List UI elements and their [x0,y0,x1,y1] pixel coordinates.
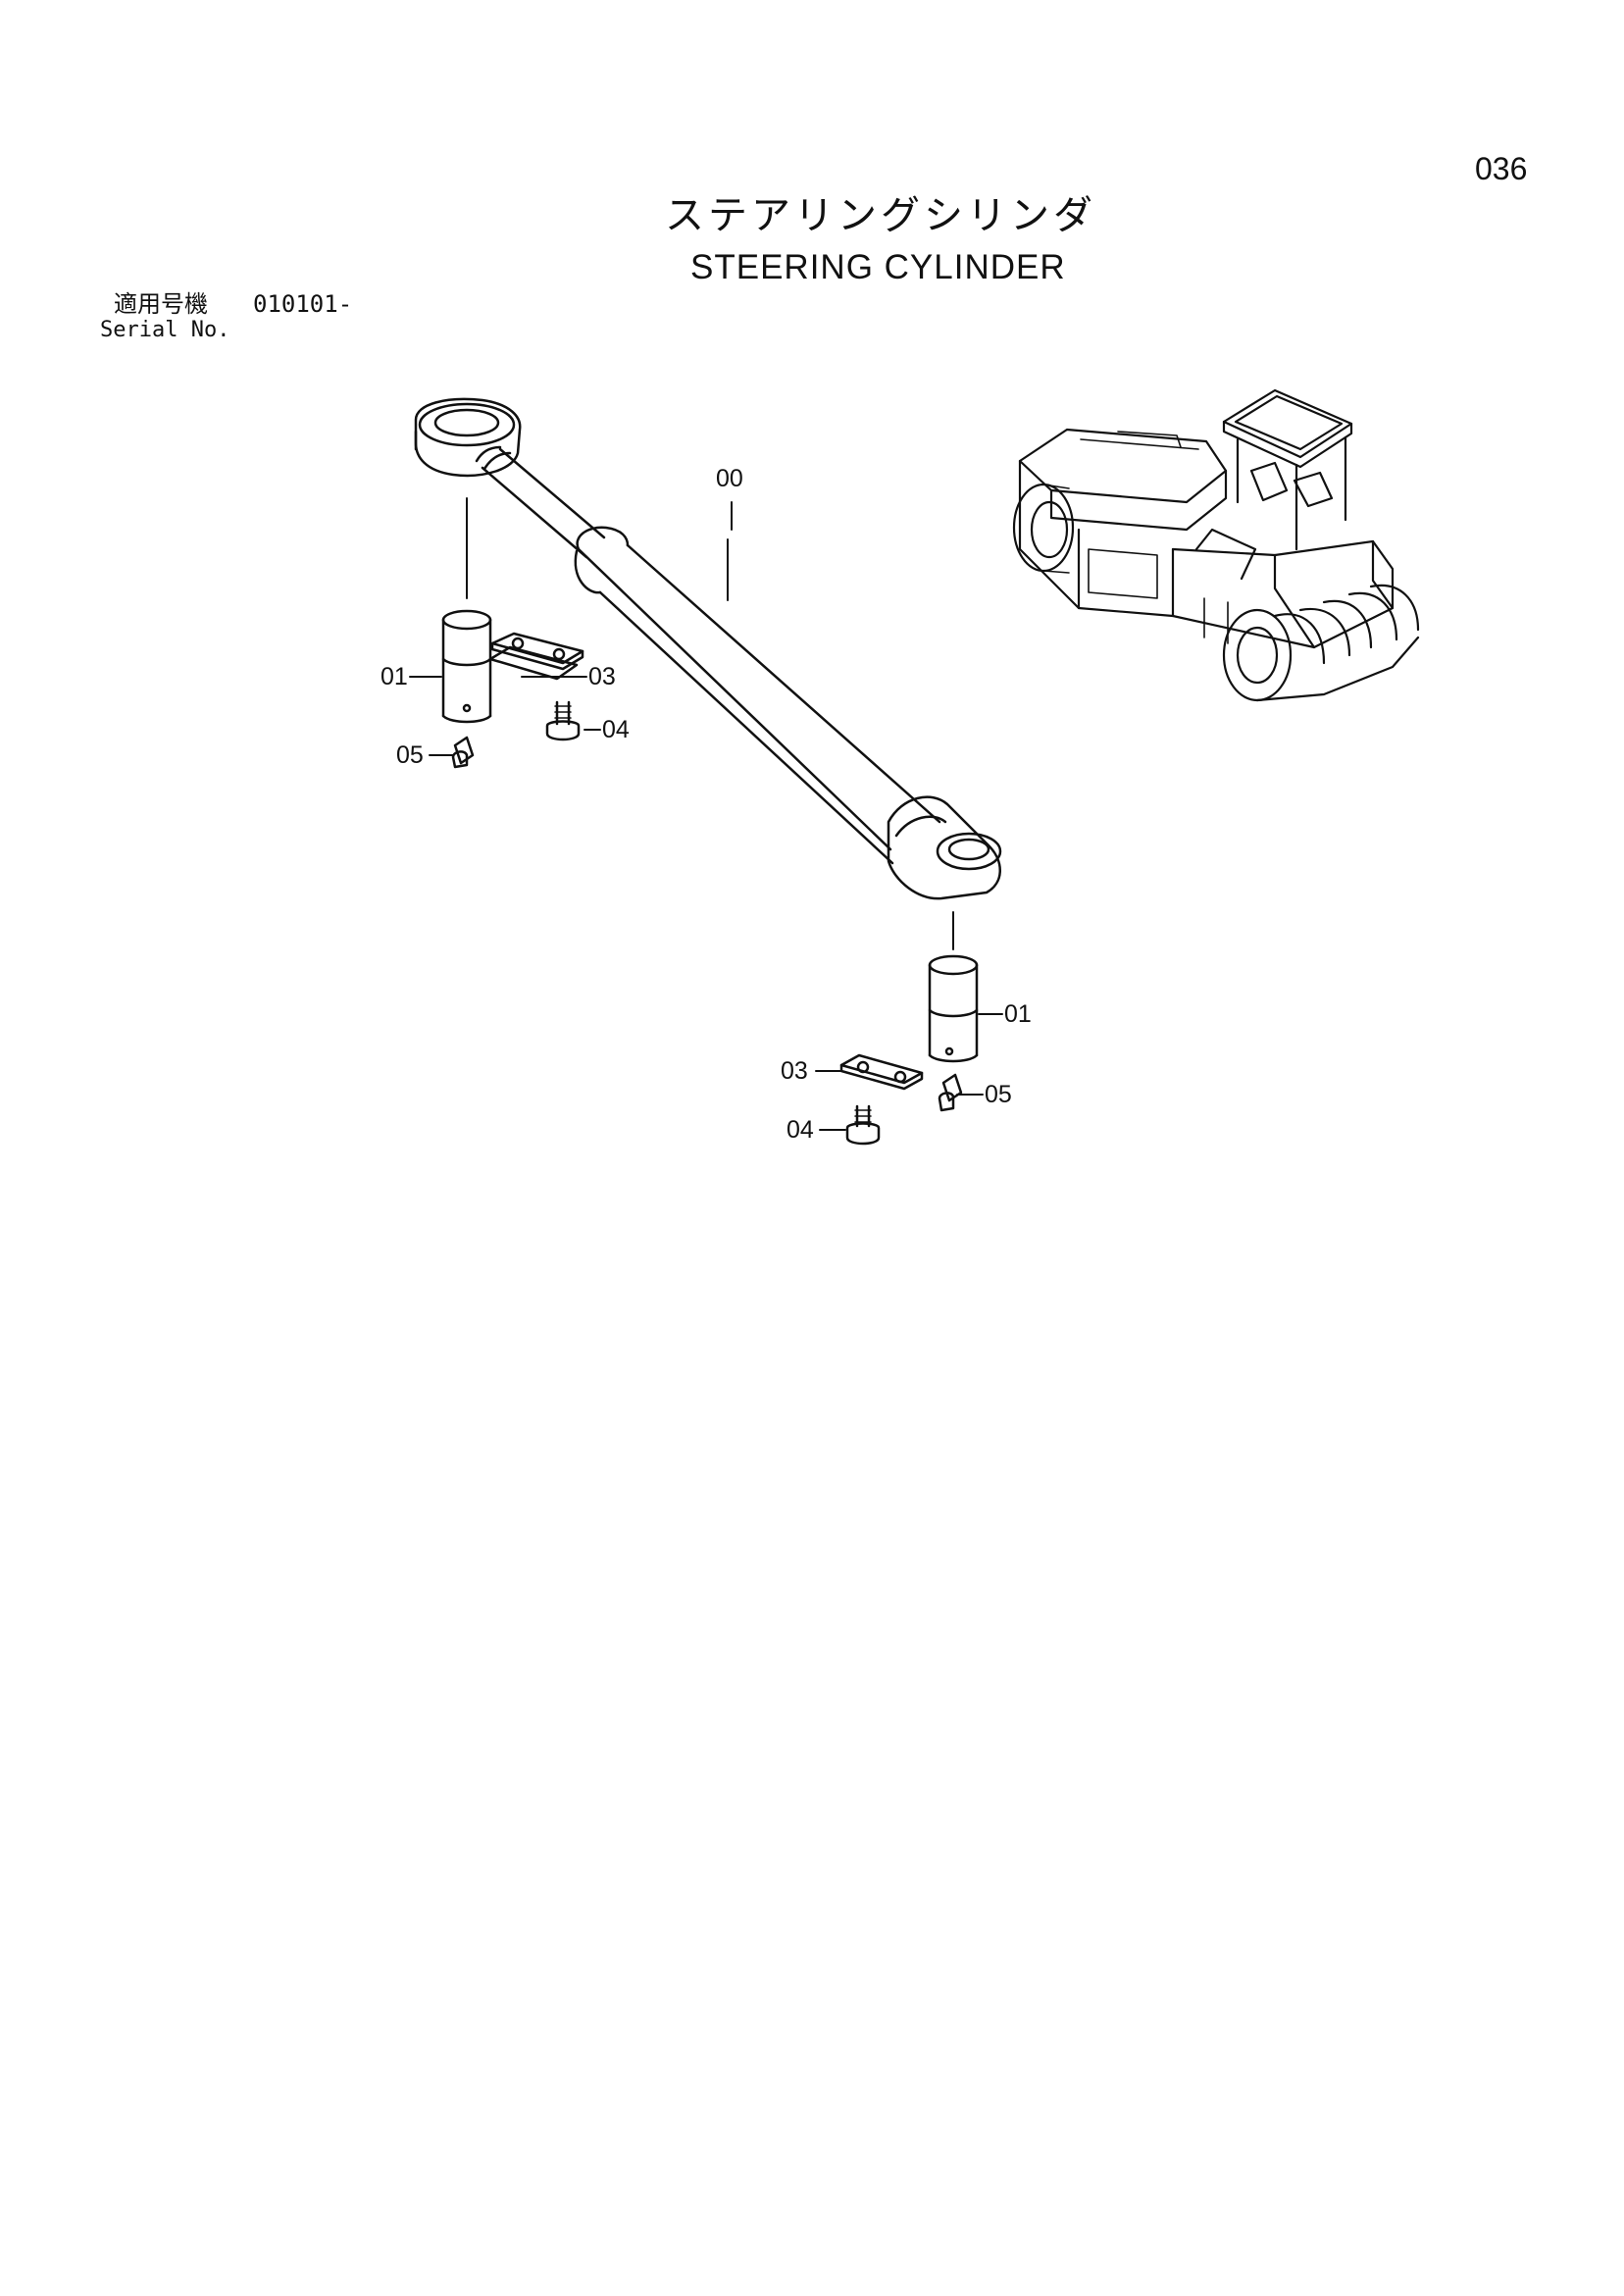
callout-cylinder: 00 [716,465,743,492]
callout-plate-upper: 03 [588,663,616,690]
callout-bolt-upper: 04 [602,716,630,743]
callout-bolt-lower: 04 [787,1116,814,1144]
upper-lock-plate-drawing [488,632,584,681]
lower-lock-plate-drawing [839,1053,924,1091]
steering-cylinder-drawing [414,397,1002,900]
page-number: 036 [1475,151,1528,186]
upper-pin-drawing [441,497,492,724]
callout-fitting-lower: 05 [985,1081,1012,1108]
lower-pin-drawing [928,911,979,1063]
road-roller-machine-drawing [1012,388,1420,702]
callout-plate-lower: 03 [781,1057,808,1085]
serial-label-english: Serial No. [100,318,230,342]
page-title-english: STEERING CYLINDER [690,248,1066,286]
serial-number-value: 010101- [253,290,353,318]
lower-grease-fitting-drawing [938,1073,963,1112]
upper-grease-fitting-drawing [451,736,475,769]
callout-fitting-upper: 05 [396,741,424,769]
page-title-japanese: ステアリングシリンダ [665,193,1096,238]
leader-lines [409,501,1003,1131]
serial-label-japanese: 適用号機 [114,290,208,318]
upper-bolt-drawing [545,700,581,741]
lower-bolt-drawing [845,1104,881,1146]
callout-pin-lower: 01 [1004,1000,1032,1028]
callout-pin-upper: 01 [381,663,408,690]
